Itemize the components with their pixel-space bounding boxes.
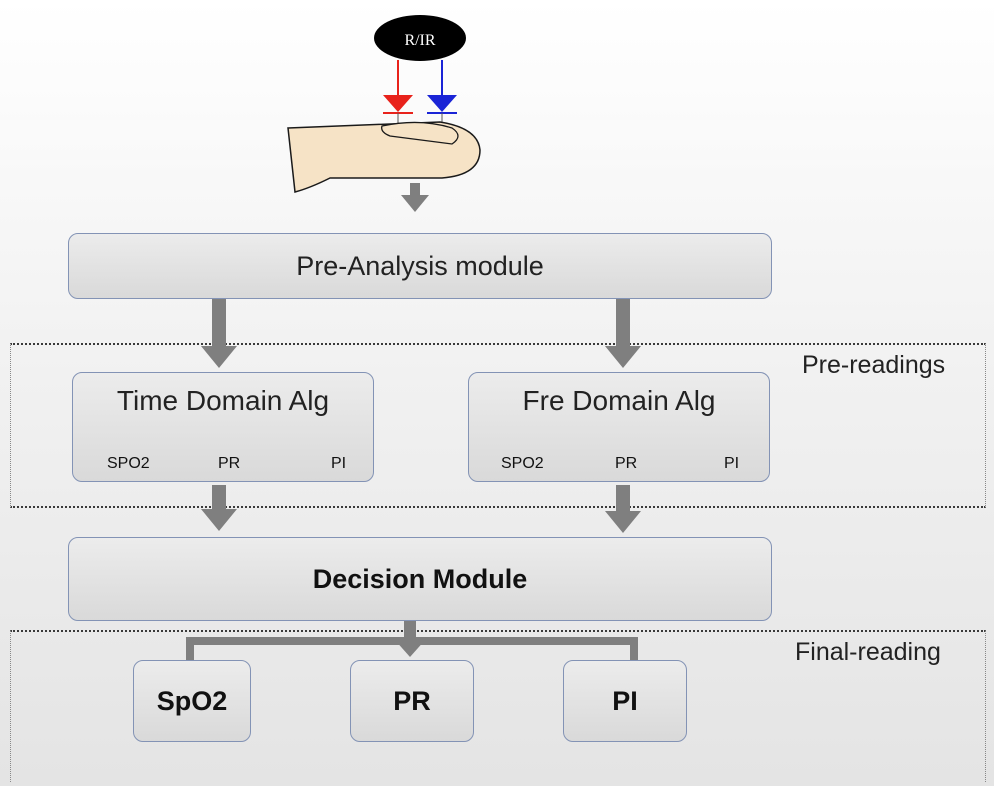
output-pi-box: PI	[563, 660, 687, 742]
final-reading-label: Final-reading	[795, 638, 941, 666]
arrow-head-fre	[605, 346, 641, 368]
fre-alg-pr: PR	[615, 455, 638, 472]
r-ir-source-node	[374, 15, 466, 61]
fre-domain-alg-box: Fre Domain Alg SPO2 PR PI	[468, 372, 770, 482]
decision-output-stem	[404, 621, 416, 639]
pre-analysis-label: Pre-Analysis module	[296, 250, 544, 281]
time-domain-alg-box: Time Domain Alg SPO2 PR PI	[72, 372, 374, 482]
output-pr-box: PR	[350, 660, 474, 742]
r-ir-source-label: R/IR	[404, 32, 435, 49]
output-right-drop	[630, 637, 638, 663]
arrow-shaft-finger	[410, 183, 420, 195]
pre-readings-label: Pre-readings	[802, 351, 946, 379]
arrow-head-finger	[401, 195, 429, 212]
arrow-shaft-time-decision	[212, 485, 226, 509]
time-alg-pr: PR	[218, 455, 241, 472]
fre-alg-pi: PI	[724, 455, 740, 472]
final-reading-zone	[10, 630, 986, 782]
pre-analysis-module: Pre-Analysis module	[68, 233, 772, 299]
time-alg-spo2: SPO2	[107, 455, 150, 472]
fre-alg-spo2: SPO2	[501, 455, 544, 472]
arrow-head-time	[201, 346, 237, 368]
blue-led-icon	[427, 95, 457, 112]
arrow-shaft-fre	[616, 299, 630, 347]
decision-module-label: Decision Module	[312, 563, 528, 594]
output-distribution-bar	[186, 637, 638, 645]
arrow-shaft-time	[212, 299, 226, 347]
output-pr-label: PR	[393, 685, 431, 716]
fre-domain-alg-title: Fre Domain Alg	[522, 385, 716, 416]
output-left-drop	[186, 637, 194, 663]
time-alg-pi: PI	[331, 455, 347, 472]
arrow-head-fre-decision	[605, 511, 641, 533]
output-pi-label: PI	[612, 685, 638, 716]
decision-module: Decision Module	[68, 537, 772, 621]
output-spo2-box: SpO2	[133, 660, 251, 742]
arrow-shaft-fre-decision	[616, 485, 630, 511]
output-spo2-label: SpO2	[156, 685, 228, 716]
arrow-head-time-decision	[201, 509, 237, 531]
pre-readings-zone	[10, 343, 986, 508]
sensor-illustration: R/IR	[287, 15, 481, 193]
time-domain-alg-title: Time Domain Alg	[116, 385, 330, 416]
red-led-icon	[383, 95, 413, 112]
finger-icon	[287, 121, 481, 193]
